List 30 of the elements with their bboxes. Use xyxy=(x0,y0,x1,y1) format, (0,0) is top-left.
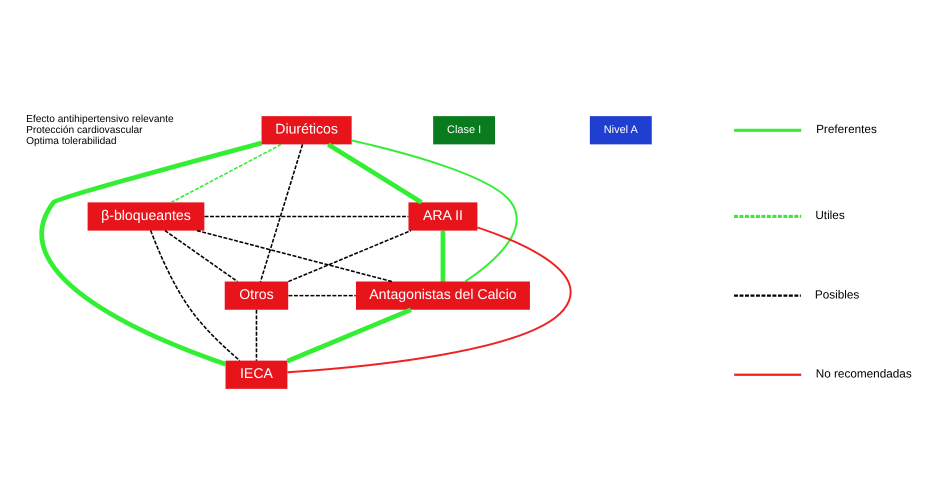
connector xyxy=(40,140,262,366)
connector xyxy=(260,144,304,282)
label: Efecto antihipertensivo relevante xyxy=(26,114,174,125)
connector xyxy=(164,230,238,282)
connector xyxy=(196,230,392,282)
label: Optima tolerabilidad xyxy=(26,136,117,147)
legend-label: No recomendadas xyxy=(816,368,912,381)
legend-label: Utiles xyxy=(815,209,845,222)
label: Protección cardiovascular xyxy=(26,124,143,136)
connector xyxy=(288,226,572,374)
legend-label: Preferentes xyxy=(816,123,877,136)
node-box: IECA xyxy=(226,360,288,389)
node-box: Clase I xyxy=(433,116,496,144)
connector xyxy=(288,294,356,296)
connector xyxy=(150,230,240,362)
connector xyxy=(286,308,412,364)
connector xyxy=(288,230,412,282)
connector xyxy=(204,216,408,218)
connector xyxy=(326,142,423,204)
node-box: Antagonistas del Calcio xyxy=(356,282,530,310)
node-box: Nivel A xyxy=(590,116,652,144)
connector xyxy=(440,230,446,282)
connector xyxy=(256,310,258,361)
connector xyxy=(351,140,518,282)
node-box: β-bloqueantes xyxy=(88,202,204,231)
node-box: Otros xyxy=(224,282,288,310)
connector xyxy=(170,144,282,204)
node-box: ARA II xyxy=(408,202,478,231)
legend-label: Posibles xyxy=(814,288,860,302)
node-box: Diuréticos xyxy=(262,116,352,144)
